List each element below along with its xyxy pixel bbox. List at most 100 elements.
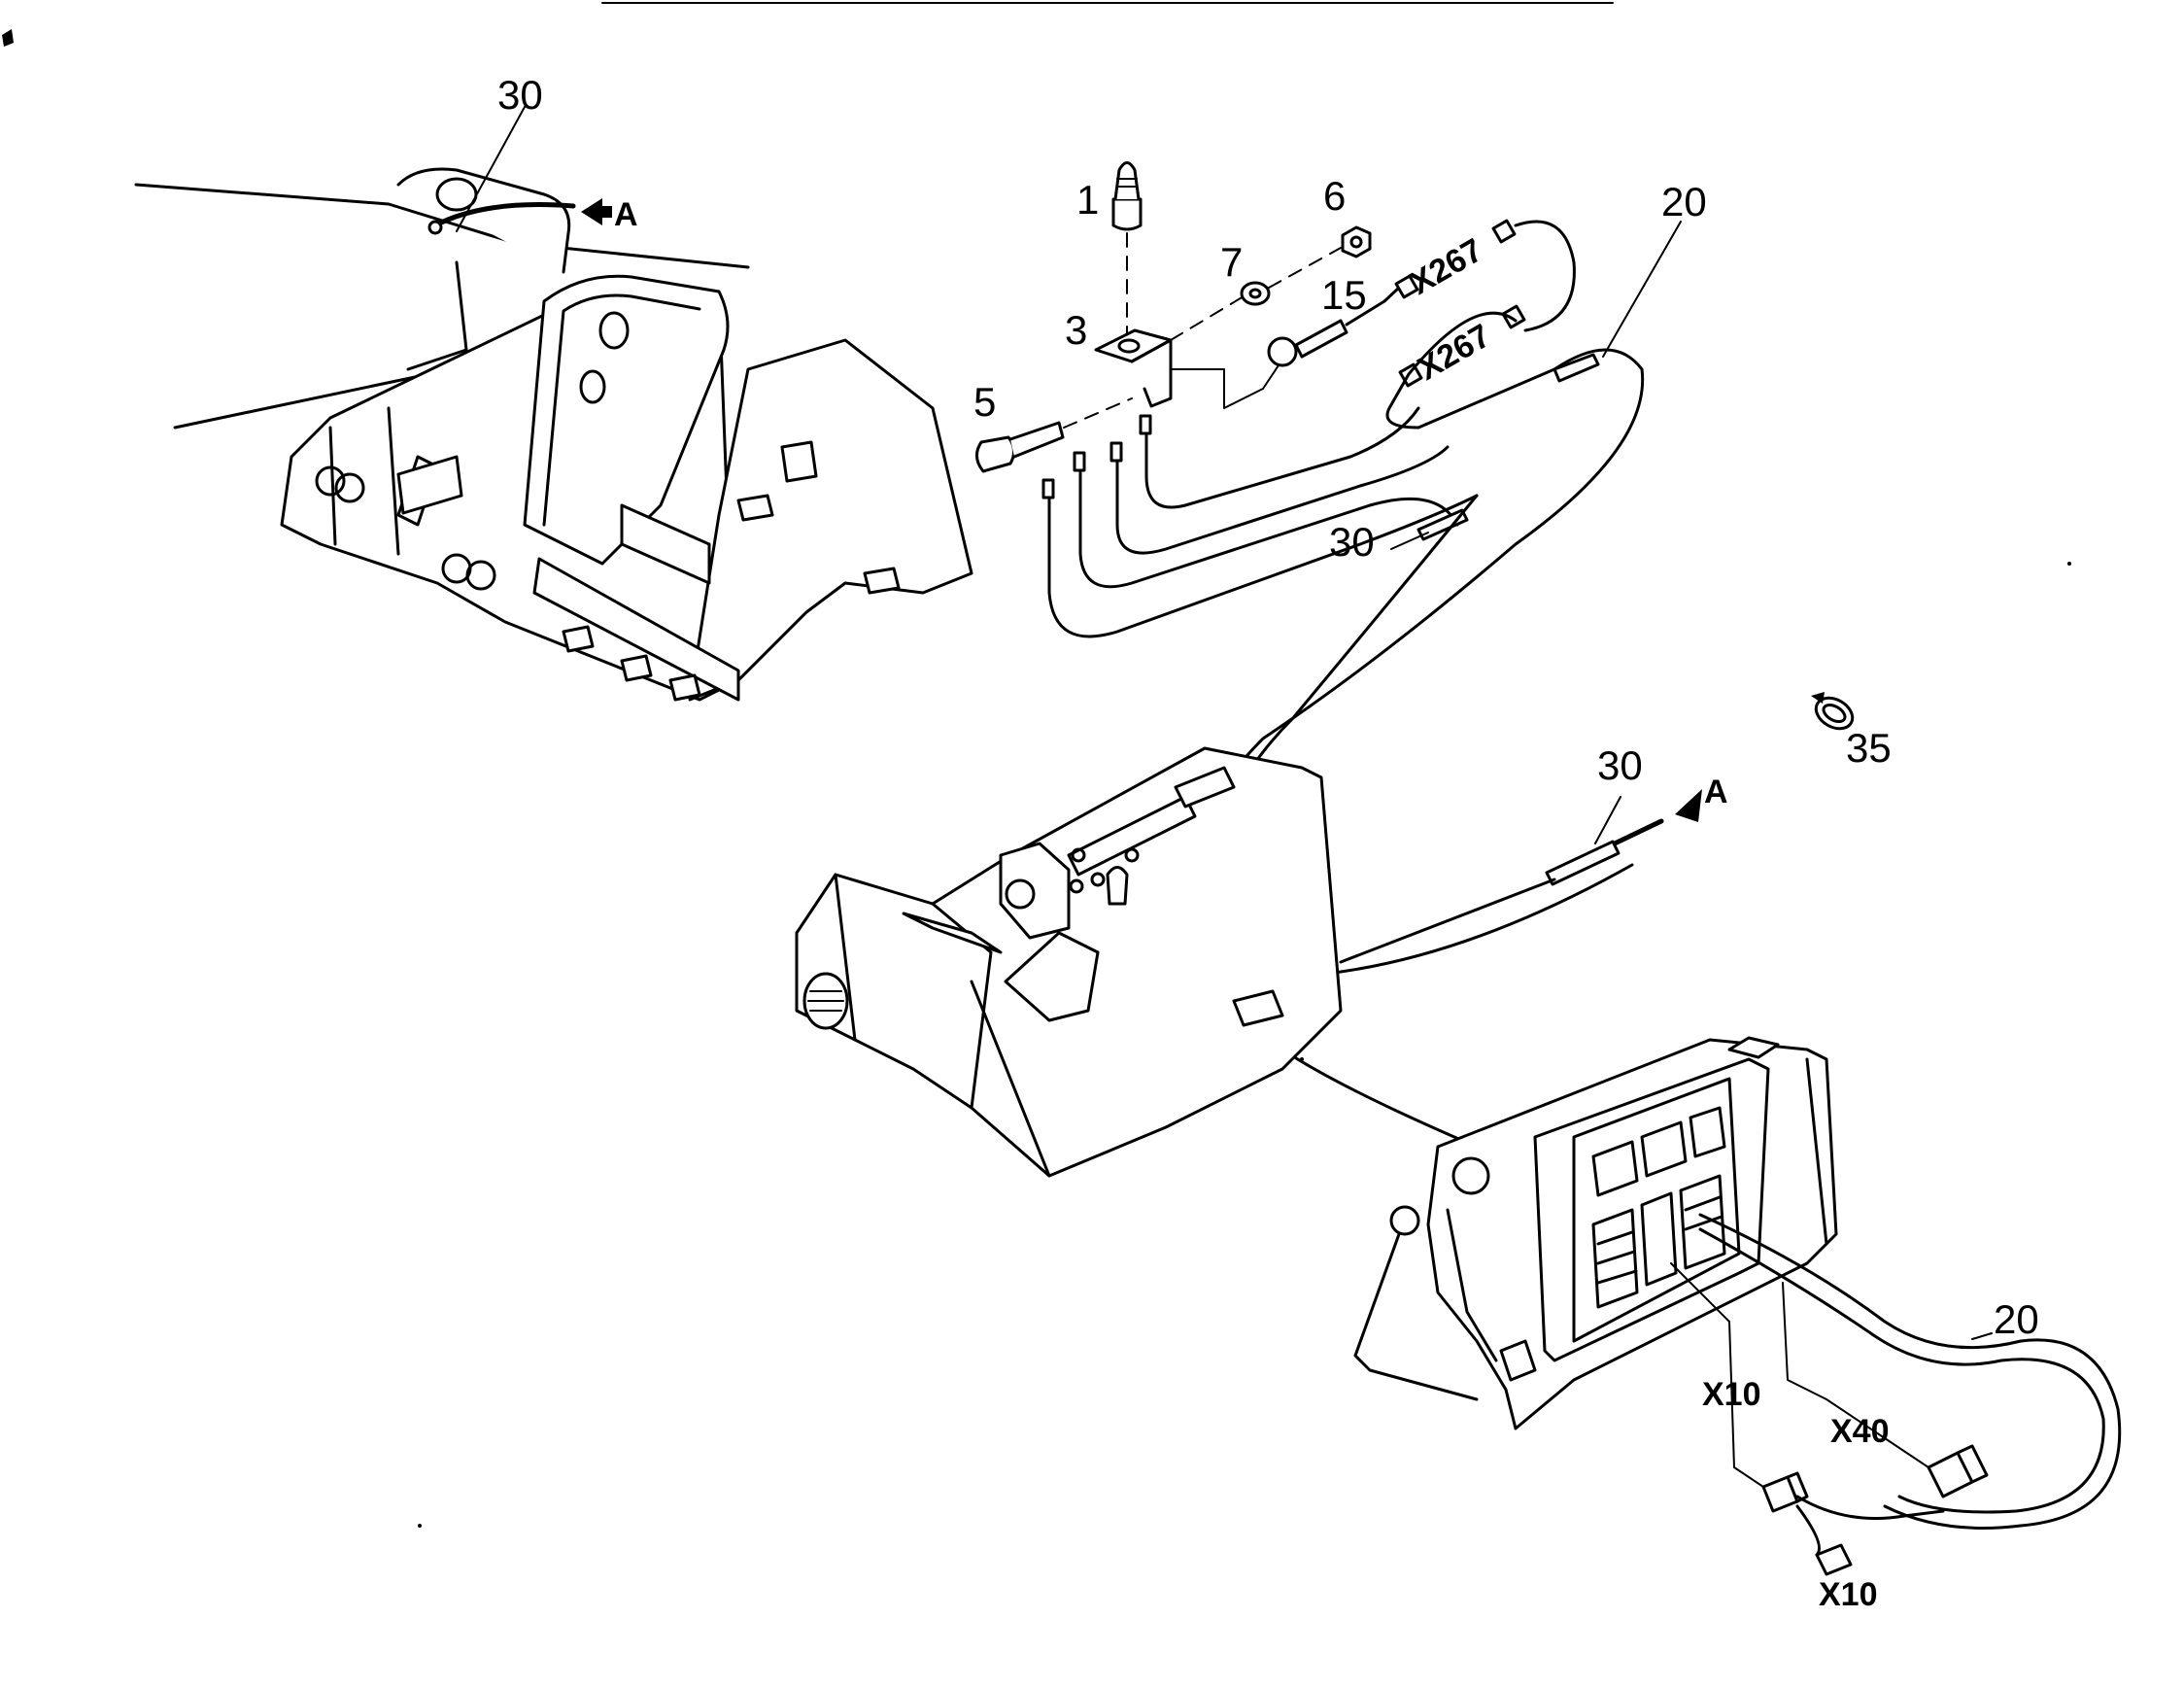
- arrow-a-top-head: [581, 198, 602, 225]
- frame-edge-2: [387, 406, 400, 556]
- console-switch-2: [1090, 872, 1106, 887]
- rod-ball: [1389, 1205, 1420, 1236]
- slot-line: [406, 348, 468, 371]
- fuse-box-right-edge: [1805, 1057, 1828, 1246]
- callout-3: 3: [1065, 307, 1087, 353]
- arrow-a-top-tail: [602, 206, 612, 218]
- loader-frame-assembly: [134, 106, 973, 702]
- relay-block-1: [1591, 1140, 1639, 1197]
- leader-30-top: [456, 106, 526, 232]
- harness-30-right-run: [1339, 878, 1556, 964]
- leader-30-mid: [1390, 532, 1429, 550]
- console-switch-bar: [1067, 795, 1197, 877]
- switch-body: [1111, 197, 1143, 231]
- fuse-row-1-slots: [1596, 1230, 1638, 1285]
- switch-top: [1113, 161, 1141, 201]
- x10-lead-2: [1795, 1504, 1821, 1557]
- pivot-circle-1: [315, 465, 346, 497]
- callout-30-top: 30: [497, 72, 543, 118]
- fuse-row-3-slots: [1684, 1195, 1723, 1231]
- connector-x40-mate: [1956, 1444, 1989, 1484]
- lower-rail: [532, 557, 740, 702]
- harness-20-loop-upper: [1514, 220, 1576, 332]
- clamp-tab: [1811, 692, 1825, 704]
- bolt-head: [975, 435, 1015, 473]
- lead-15-sleeve: [1294, 319, 1348, 359]
- console-label-plate: [1174, 766, 1236, 809]
- lead-a-terminal: [1139, 414, 1152, 435]
- plate-hole-2: [579, 369, 606, 404]
- switch-threads: [1116, 178, 1138, 188]
- lead-c: [1078, 455, 1459, 589]
- pivot-circle-2: [334, 472, 365, 503]
- pivot-circle-4: [465, 560, 496, 591]
- assembly-line-5: [1063, 397, 1133, 429]
- callout-6: 6: [1323, 173, 1346, 219]
- callout-a-right: A: [1704, 774, 1728, 810]
- leader-20-top: [1602, 221, 1682, 358]
- platform-plate: [688, 338, 973, 702]
- console-vent-slats: [807, 990, 844, 1012]
- pad-4: [620, 654, 653, 682]
- bracket-leg: [1130, 338, 1173, 408]
- boss-outline: [396, 167, 571, 274]
- rod-clip: [1499, 1339, 1537, 1382]
- scan-speck-3: [1300, 1057, 1304, 1061]
- scan-speck-1: [418, 1524, 422, 1528]
- fuse-row-2: [1640, 1191, 1678, 1287]
- washer-7: [1240, 281, 1271, 306]
- fuse-box-tab: [1727, 1036, 1780, 1059]
- console-switch-4: [1124, 847, 1140, 863]
- console-edge-1: [834, 873, 857, 1042]
- callout-20-top: 20: [1661, 179, 1707, 224]
- frame-harness-terminal: [427, 220, 443, 235]
- connector-x267-upper-right: [1491, 219, 1517, 244]
- leader-30-right: [1594, 796, 1621, 844]
- side-plate-inner: [542, 293, 701, 527]
- label-x40: X40: [1830, 1413, 1890, 1450]
- support-rod: [1353, 1232, 1479, 1401]
- arm-upper-line: [134, 183, 750, 269]
- console-knob: [1005, 878, 1036, 910]
- lead-d-terminal: [1041, 478, 1055, 499]
- lead-b: [1115, 445, 1450, 555]
- lead-c-terminal: [1073, 451, 1086, 472]
- platform-slot: [780, 440, 818, 483]
- console-edge-3: [931, 902, 993, 1110]
- connector-x267-lower-right: [1501, 304, 1526, 329]
- callout-35: 35: [1846, 725, 1892, 771]
- leader-x10-fusebox: [1670, 1262, 1730, 1323]
- callout-15: 15: [1321, 272, 1367, 318]
- label-x267-upper: X267: [1404, 231, 1489, 302]
- bracket-hole: [1117, 338, 1141, 354]
- side-plate-outer: [523, 274, 730, 566]
- x10-lead-1: [1795, 1495, 1945, 1520]
- console-recess: [1004, 931, 1100, 1022]
- frame-harness-30: [432, 202, 576, 228]
- plate-hole-1: [598, 311, 630, 350]
- pad-2: [863, 567, 901, 595]
- callout-7: 7: [1220, 239, 1243, 285]
- nut-6: [1341, 225, 1372, 258]
- leader-x10-upper: [1728, 1321, 1764, 1488]
- callout-30-right: 30: [1597, 742, 1643, 788]
- pad-5: [668, 673, 701, 702]
- frame-window: [396, 455, 463, 515]
- relay-block-2: [1640, 1120, 1688, 1178]
- harness-20-bottom-a: [1698, 1213, 2122, 1530]
- pad-1: [736, 494, 774, 522]
- bolt-shank: [1008, 421, 1065, 459]
- lead-a: [1144, 406, 1420, 509]
- cab-console-assembly: [795, 746, 1343, 1178]
- arm-edge-line: [455, 260, 468, 352]
- cross-bar: [620, 503, 711, 585]
- fuse-box-assembly: [1353, 1036, 2122, 1576]
- lead-b-terminal: [1109, 441, 1123, 463]
- harness-20-bottom-b: [1698, 1227, 2105, 1514]
- connector-x10-upper-mate: [1786, 1471, 1809, 1503]
- harness-30-right: [1339, 789, 1702, 964]
- assembly-line-6: [1268, 247, 1342, 289]
- frame-edge-1: [328, 426, 337, 546]
